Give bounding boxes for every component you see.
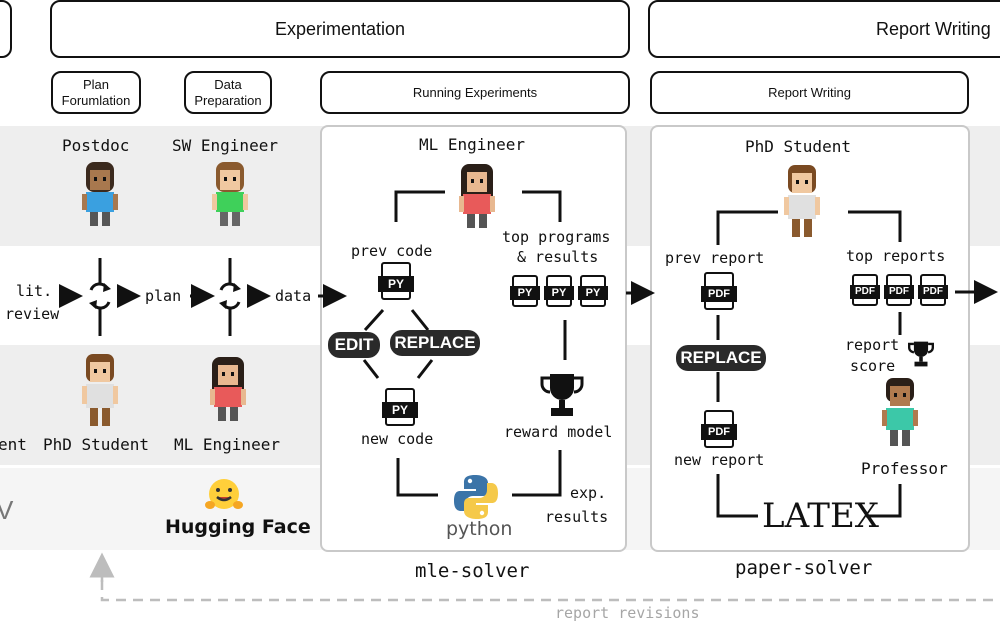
postdoc-avatar	[82, 162, 118, 226]
top-report-file-badge-3: PDF	[918, 285, 948, 299]
professor-avatar	[882, 378, 918, 446]
flow-data: data	[275, 287, 312, 305]
tool-partial-left: V	[0, 495, 14, 525]
mle-edit-tag: EDIT	[328, 332, 380, 358]
top-report-file-badge-1: PDF	[850, 285, 880, 299]
subphase-running-experiments-label: Running Experiments	[412, 84, 538, 100]
prev-report-file-icon: PDF	[701, 272, 737, 310]
role-ml-engineer-top: ML Engineer	[419, 135, 525, 154]
reward-model-trophy-icon	[540, 374, 584, 416]
mle-top-programs-line1: top programs	[502, 228, 611, 246]
subphase-running-experiments: Running Experiments	[320, 71, 630, 114]
phd-student-avatar-bottom	[82, 354, 118, 426]
mle-exp-results-line1: exp.	[570, 484, 607, 502]
top-report-file-badge-2: PDF	[884, 285, 914, 299]
paper-report-score-line2: score	[850, 357, 896, 375]
mle-solver-title: mle-solver	[415, 560, 530, 582]
paper-solver-title: paper-solver	[735, 557, 873, 579]
hugging-face-label: Hugging Face	[165, 516, 311, 538]
role-phd-student-top: PhD Student	[745, 137, 851, 156]
top-program-file-icon-2: PY	[544, 275, 574, 307]
top-program-file-icon-1: PY	[510, 275, 540, 307]
prev-code-file-badge: PY	[378, 276, 414, 292]
python-logo-icon	[454, 475, 498, 519]
mle-prev-code-label: prev code	[351, 242, 433, 260]
role-partial-left: ent	[0, 435, 27, 454]
mle-top-programs-line2: & results	[517, 248, 599, 266]
new-report-file-icon: PDF	[701, 410, 737, 448]
paper-new-report-label: new report	[674, 451, 765, 469]
phase-experimentation: Experimentation	[50, 0, 630, 58]
top-report-file-icon-1: PDF	[850, 274, 880, 306]
role-phd-student-bottom: PhD Student	[43, 435, 149, 454]
phase-experimentation-label: Experimentation	[274, 18, 406, 39]
subphase-data-preparation: Data Preparation	[184, 71, 272, 114]
mle-exp-results-line2: results	[545, 508, 609, 526]
paper-prev-report-label: prev report	[665, 249, 765, 267]
flow-lit-review-line2: review	[5, 305, 60, 323]
subphase-report-writing-label: Report Writing	[768, 84, 851, 100]
role-postdoc: Postdoc	[62, 136, 130, 155]
prev-report-file-badge: PDF	[701, 286, 737, 302]
flow-plan: plan	[145, 287, 182, 305]
new-code-file-icon: PY	[382, 388, 418, 426]
top-report-file-icon-2: PDF	[884, 274, 914, 306]
phd-student-avatar-top	[784, 165, 820, 237]
new-report-file-badge: PDF	[701, 424, 737, 440]
role-sw-engineer: SW Engineer	[172, 136, 278, 155]
top-program-file-icon-3: PY	[578, 275, 608, 307]
mle-reward-model-label: reward model	[504, 423, 613, 441]
paper-replace-tag: REPLACE	[676, 345, 766, 371]
ml-engineer-avatar-bottom	[210, 357, 246, 421]
subphase-plan-formulation-label: Plan Forumlation	[61, 76, 131, 108]
report-revisions-label: report revisions	[553, 604, 702, 622]
phase-box-left-partial	[0, 0, 12, 58]
prev-code-file-icon: PY	[378, 262, 414, 300]
phase-report-writing-label: Report Writing	[876, 18, 991, 39]
phase-report-writing: Report Writing	[648, 0, 1000, 58]
mle-replace-tag: REPLACE	[390, 330, 480, 356]
paper-top-reports-label: top reports	[846, 247, 946, 265]
top-program-file-badge-1: PY	[510, 286, 540, 300]
hugging-face-icon	[205, 479, 243, 509]
top-program-file-badge-3: PY	[578, 286, 608, 300]
subphase-report-writing: Report Writing	[650, 71, 969, 114]
sw-engineer-avatar	[212, 162, 248, 226]
subphase-data-preparation-label: Data Preparation	[194, 76, 262, 108]
role-ml-engineer-bottom: ML Engineer	[174, 435, 280, 454]
top-report-file-icon-3: PDF	[918, 274, 948, 306]
top-program-file-badge-2: PY	[544, 286, 574, 300]
new-code-file-badge: PY	[382, 402, 418, 418]
ml-engineer-avatar-top	[459, 164, 495, 228]
paper-report-score-line1: report	[845, 336, 900, 354]
report-score-trophy-icon	[908, 341, 934, 367]
latex-logo: LATEX	[762, 496, 879, 536]
flow-lit-review-line1: lit.	[16, 282, 53, 300]
subphase-plan-formulation: Plan Forumlation	[51, 71, 141, 114]
mle-new-code-label: new code	[361, 430, 434, 448]
role-professor: Professor	[861, 459, 948, 478]
python-wordmark: python	[446, 518, 513, 540]
